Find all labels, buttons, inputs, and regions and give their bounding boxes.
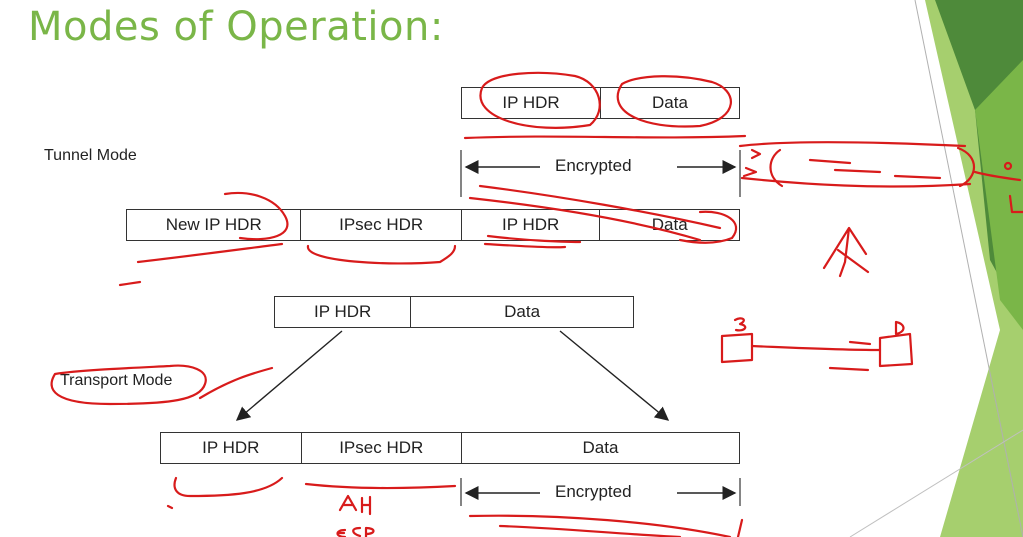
packet-field: IP HDR — [460, 210, 600, 240]
corner-line-1 — [914, 0, 1023, 537]
transport-original-packet: IP HDR Data — [274, 296, 634, 328]
tunnel-encrypted-label: Encrypted — [545, 156, 642, 176]
handwritten-ink — [50, 71, 1023, 537]
packet-field: IP HDR — [313, 302, 372, 321]
transport-arrow-ip — [235, 330, 343, 421]
packet-field: IP HDR — [502, 93, 560, 112]
corner-shape-mid — [975, 60, 1023, 330]
packet-field: IP HDR — [202, 438, 260, 457]
packet-field: IPsec HDR — [300, 433, 461, 463]
page-title: Modes of Operation: — [28, 4, 444, 50]
corner-line-2 — [849, 429, 1023, 537]
tunnel-original-packet: IP HDR Data — [461, 87, 740, 119]
tunnel-mode-label: Tunnel Mode — [44, 147, 137, 164]
packet-field: Data — [410, 297, 633, 327]
transport-packet: IP HDR IPsec HDR Data — [160, 432, 740, 464]
packet-field: IPsec HDR — [300, 210, 460, 240]
packet-field: New IP HDR — [165, 215, 262, 234]
transport-mode-label: Transport Mode — [60, 372, 173, 389]
transport-encrypted-label: Encrypted — [545, 482, 642, 502]
transport-arrow-data — [559, 330, 670, 421]
packet-field: Data — [460, 433, 739, 463]
